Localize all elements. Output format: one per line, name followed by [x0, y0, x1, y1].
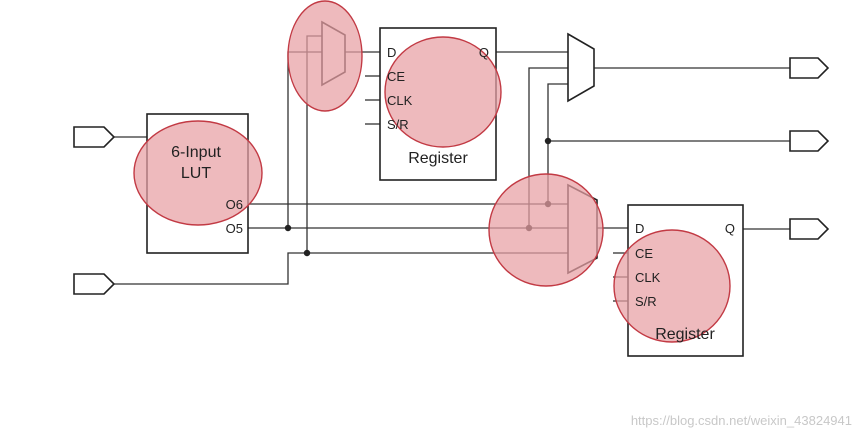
register-bottom-q-label: Q: [725, 221, 735, 236]
register-bottom-labels: D Q CE CLK S/R Register: [635, 221, 735, 343]
register-bottom-sr-label: S/R: [635, 294, 657, 309]
highlight-mux-bottom: [488, 173, 604, 287]
input-pin-1: [73, 126, 116, 148]
highlight-register-bottom: [613, 229, 731, 343]
lut-o6-label: O6: [226, 197, 243, 212]
highlight-lut: [133, 120, 263, 226]
register-bottom-name: Register: [655, 326, 715, 343]
lut-title-line1: 6-Input: [171, 144, 221, 161]
lut-labels: 6-Input LUT O6 O5: [171, 144, 243, 236]
register-top-name: Register: [408, 150, 468, 167]
input-pin-2: [73, 273, 116, 295]
output-pin-3: [789, 218, 830, 240]
mux-right: [567, 32, 595, 103]
output-pin-1: [789, 57, 830, 79]
register-top-clk-label: CLK: [387, 93, 413, 108]
lut-o5-label: O5: [226, 221, 243, 236]
register-top-q-label: Q: [479, 45, 489, 60]
output-pin-2: [789, 130, 830, 152]
register-top-ce-label: CE: [387, 69, 405, 84]
watermark-text: https://blog.csdn.net/weixin_43824941: [631, 413, 852, 428]
register-bottom-d-label: D: [635, 221, 644, 236]
register-top-d-label: D: [387, 45, 396, 60]
highlight-mux-top: [287, 0, 363, 112]
highlight-overlays: [133, 0, 731, 343]
register-top-sr-label: S/R: [387, 117, 409, 132]
register-top-labels: D Q CE CLK S/R Register: [387, 45, 489, 167]
register-bottom-clk-label: CLK: [635, 270, 661, 285]
lut-title-line2: LUT: [181, 165, 211, 182]
highlight-register-top: [384, 36, 502, 148]
register-bottom-ce-label: CE: [635, 246, 653, 261]
